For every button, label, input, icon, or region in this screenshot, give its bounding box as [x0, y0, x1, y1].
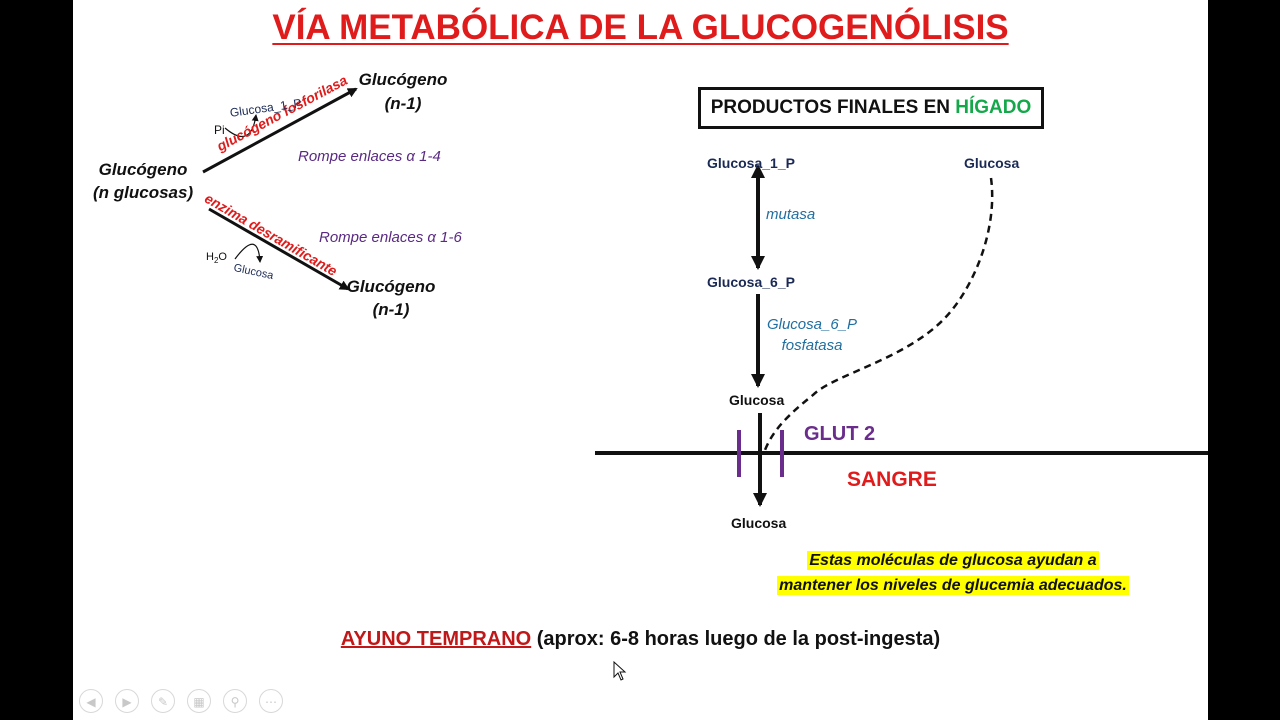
bond-16-label: Rompe enlaces α 1-6: [319, 229, 462, 246]
products-box-prefix: PRODUCTOS FINALES EN: [710, 97, 956, 118]
pen-icon[interactable]: ✎: [151, 689, 175, 713]
zoom-icon[interactable]: ⚲: [223, 689, 247, 713]
h2o-label: H2O: [206, 251, 227, 265]
mouse-cursor-icon: [613, 661, 627, 681]
fasting-highlight: AYUNO TEMPRANO: [340, 628, 532, 650]
note-line1: Estas moléculas de glucosa ayudan a: [807, 551, 1099, 570]
glucosa-1-p-label: Glucosa_1_P: [707, 155, 795, 171]
pi-curve-arrow: [224, 114, 259, 138]
phosphorylase-arrow: [202, 87, 358, 174]
page-title: VÍA METABÓLICA DE LA GLUCOGENÓLISIS: [272, 8, 1009, 47]
pathway-diagram: [202, 87, 1208, 507]
dashed-glucose-path: [763, 177, 994, 451]
products-box: PRODUCTOS FINALES EN HÍGADO: [698, 87, 1044, 129]
slides-icon[interactable]: ▦: [187, 689, 211, 713]
more-icon[interactable]: ⋯: [259, 689, 283, 713]
phosphatase-line2: fosfatasa: [781, 337, 843, 354]
products-box-higado: HÍGADO: [955, 97, 1032, 118]
glucosa-bottom-label: Glucosa: [731, 515, 787, 531]
back-icon[interactable]: ◀: [79, 689, 103, 713]
sangre-label: SANGRE: [847, 468, 937, 491]
glycemia-note: Estas moléculas de glucosa ayudan a mant…: [768, 548, 1138, 598]
forward-icon[interactable]: ▶: [115, 689, 139, 713]
fasting-caption: AYUNO TEMPRANO (aprox: 6-8 horas luego d…: [73, 628, 1208, 651]
top-product-label: Glucógeno: [358, 70, 448, 89]
mutasa-label: mutasa: [766, 206, 816, 223]
note-line2: mantener los niveles de glucemia adecuad…: [777, 576, 1129, 595]
glucosa-top-label: Glucosa: [964, 155, 1020, 171]
pi-label: Pi: [214, 123, 225, 137]
glucosa-mid-label: Glucosa: [729, 392, 785, 408]
phosphatase-line1: Glucosa_6_P: [766, 316, 858, 333]
n-glucosas-label: (n glucosas): [93, 183, 194, 202]
bond-14-label: Rompe enlaces α 1-4: [298, 148, 441, 165]
h2o-o: O: [218, 251, 227, 263]
glut2-label: GLUT 2: [804, 423, 876, 445]
slide: VÍA METABÓLICA DE LA GLUCOGENÓLISIS: [73, 0, 1208, 720]
fasting-rest: (aprox: 6-8 horas luego de la post-inges…: [531, 628, 941, 650]
h2o-2: 2: [213, 256, 219, 266]
bottom-product-n-label: (n-1): [372, 300, 410, 319]
debranching-arrow: [208, 207, 350, 291]
h2o-h: H: [206, 251, 214, 263]
glucogeno-n-label: Glucógeno: [98, 160, 188, 179]
top-product-n-label: (n-1): [384, 94, 422, 113]
bottom-product-label: Glucógeno: [346, 277, 436, 296]
h2o-curve-arrow: [234, 243, 264, 263]
glucosa-6-p-label: Glucosa_6_P: [707, 274, 795, 290]
